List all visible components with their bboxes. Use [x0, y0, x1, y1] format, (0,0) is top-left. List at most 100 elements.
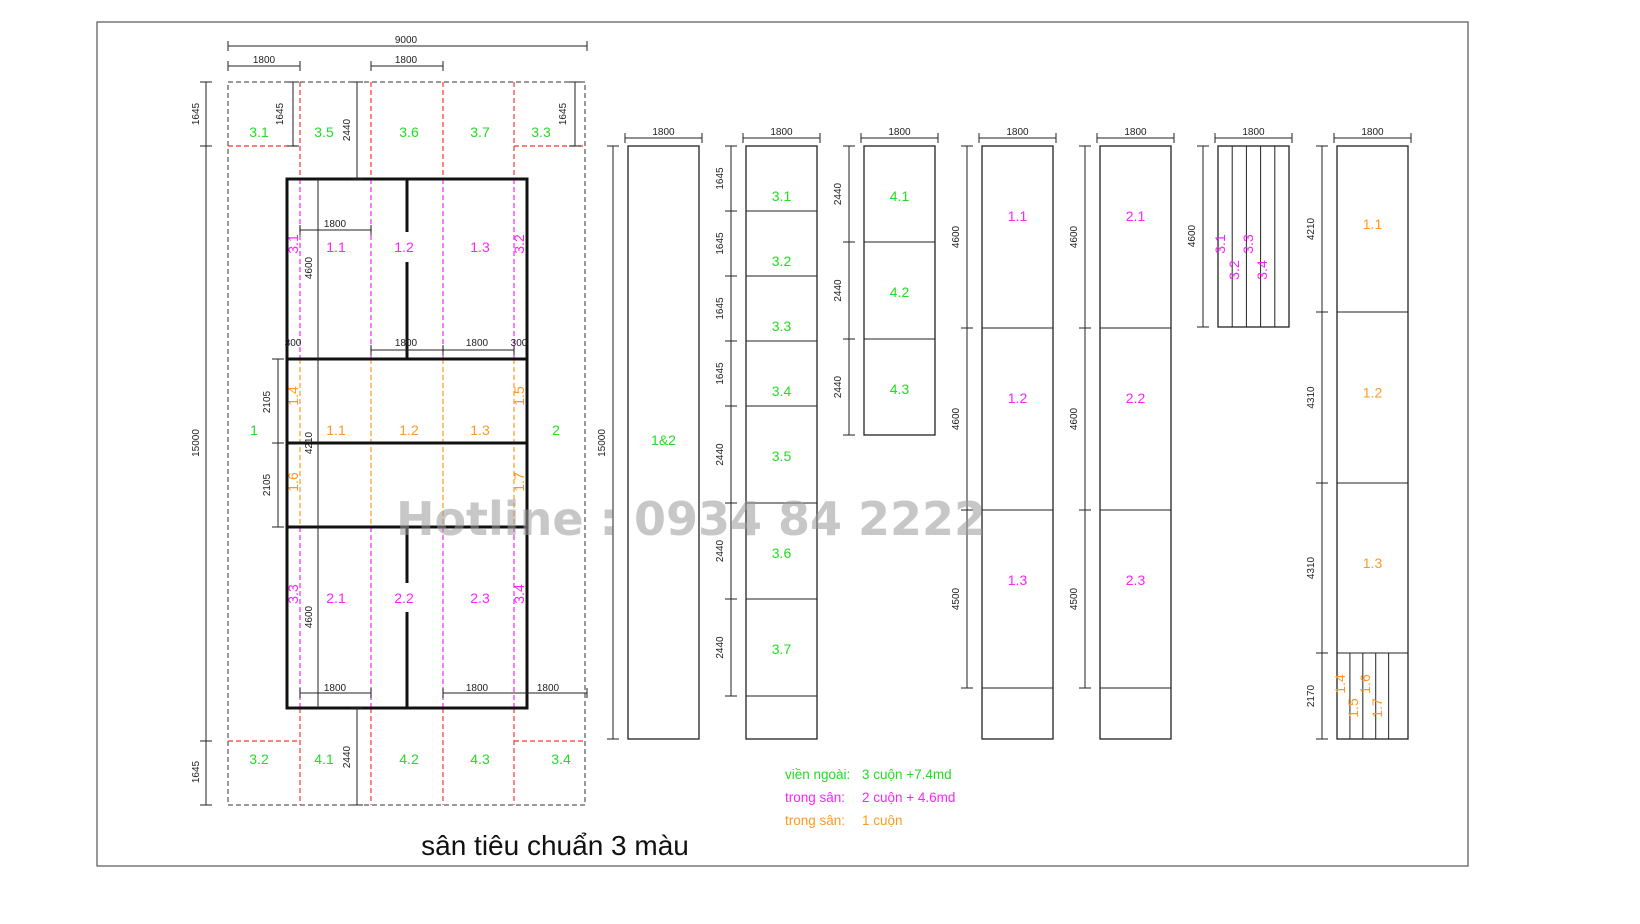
strip-piece-label: 3.6 — [772, 545, 792, 561]
strip-piece-label: 3.1 — [1212, 234, 1228, 254]
outer-piece-label: 2 — [552, 422, 560, 438]
legend-value-outer: 3 cuộn +7.4md — [862, 767, 952, 782]
dimension-label: 300 — [285, 338, 302, 349]
outer-boundary — [227, 81, 586, 806]
strip-piece-label: 2.3 — [1126, 572, 1146, 588]
dimension-label: 1800 — [253, 55, 276, 66]
strip-height-label: 4600 — [1187, 224, 1198, 247]
dimension-label: 2440 — [342, 745, 353, 768]
strip-piece-label: 1&2 — [651, 432, 676, 448]
outer-piece-label: 3.6 — [399, 124, 419, 140]
strip-width-label: 1800 — [1006, 127, 1029, 138]
strip-height-label: 2440 — [833, 182, 844, 205]
strip-height-label: 15000 — [597, 429, 608, 457]
strip-piece-label: 3.7 — [772, 641, 792, 657]
outer-piece-label: 1 — [250, 422, 258, 438]
inner-piece-label: 2.1 — [326, 590, 346, 606]
outer-piece-label: 4.3 — [470, 751, 490, 767]
inner-piece-label: 1.6 — [285, 472, 301, 492]
strip-piece-label: 2.1 — [1126, 208, 1146, 224]
inner-piece-label: 3.2 — [511, 234, 527, 254]
strip-piece-label: 3.2 — [1226, 260, 1242, 280]
strip-piece-label: 4.3 — [890, 381, 910, 397]
strip-width-label: 1800 — [770, 127, 793, 138]
dimension-label: 1800 — [324, 219, 347, 230]
inner-piece-label: 2.2 — [394, 590, 414, 606]
strip-piece-label: 3.3 — [772, 318, 792, 334]
dimension-label: 4600 — [304, 605, 315, 628]
strip-piece-label: 1.3 — [1008, 572, 1028, 588]
inner-piece-label: 1.5 — [511, 386, 527, 406]
strip-piece-label: 4.2 — [890, 284, 910, 300]
dimension-label: 1645 — [275, 102, 286, 125]
inner-piece-label: 3.4 — [511, 584, 527, 604]
inner-piece-label: 1.4 — [285, 386, 301, 406]
strip-2: 180016451645164516452440244024403.13.23.… — [715, 127, 821, 740]
strip-height-label: 2440 — [833, 279, 844, 302]
strip-piece-label: 3.1 — [772, 188, 792, 204]
strip-height-label: 2170 — [1306, 684, 1317, 707]
dimension-label: 1645 — [191, 760, 202, 783]
strip-piece-label: 3.2 — [772, 253, 792, 269]
strip-outline — [627, 145, 700, 740]
strip-height-label: 4310 — [1306, 386, 1317, 409]
dimension-label: 2105 — [262, 473, 273, 496]
strip-height-label: 1645 — [715, 297, 726, 320]
strip-height-label: 2440 — [715, 539, 726, 562]
strip-piece-label: 3.4 — [1254, 260, 1270, 280]
strip-height-label: 4310 — [1306, 556, 1317, 579]
strip-height-label: 4210 — [1306, 217, 1317, 240]
outer-piece-label: 4.2 — [399, 751, 419, 767]
court-plan: 9000 1800 1800 1645 1645 2440 1645 1800 4600 300 1… — [191, 35, 588, 806]
strip-height-label: 4500 — [951, 587, 962, 610]
strip-piece-label: 1.3 — [1363, 555, 1383, 571]
strip-piece-label: 1.2 — [1008, 390, 1028, 406]
strip-cut-diagrams: 1800 15000 1&2 1800 1645 1645 1645 1645 2440 2440… — [597, 127, 1412, 740]
strip-outline — [981, 145, 1054, 740]
inner-piece-label: 1.1 — [326, 239, 346, 255]
inner-piece-label: 3.1 — [285, 234, 301, 254]
outer-piece-label: 3.3 — [531, 124, 551, 140]
inner-piece-label: 3.3 — [285, 584, 301, 604]
legend-label-inner-2: trong sân: — [785, 813, 845, 828]
dimension-label: 1800 — [395, 338, 418, 349]
drawing-frame — [96, 21, 1469, 867]
strip-piece-label: 1.7 — [1369, 698, 1385, 718]
strip-outline — [745, 145, 818, 740]
outer-piece-label: 3.2 — [249, 751, 269, 767]
strip-piece-label: 3.5 — [772, 448, 792, 464]
strip-height-label: 1645 — [715, 167, 726, 190]
dimension-label: 1800 — [395, 55, 418, 66]
inner-piece-label: 1.3 — [470, 422, 490, 438]
strip-width-label: 1800 — [1242, 127, 1265, 138]
hotline-watermark: Hotline : 0934 84 2222 — [396, 492, 986, 546]
strip-height-label: 1645 — [715, 232, 726, 255]
strip-piece-label: 1.6 — [1357, 674, 1373, 694]
strip-height-label: 2440 — [715, 443, 726, 466]
strip-height-label: 1645 — [715, 362, 726, 385]
inner-piece-label: 1.1 — [326, 422, 346, 438]
dimension-label: 1645 — [191, 102, 202, 125]
dimension-label: 1800 — [537, 683, 560, 694]
dimension-label: 9000 — [395, 35, 418, 46]
strip-piece-label: 1.4 — [1332, 674, 1348, 694]
outer-piece-label: 3.1 — [249, 124, 269, 140]
strip-piece-label: 3.3 — [1240, 234, 1256, 254]
dimension-label: 2440 — [342, 118, 353, 141]
legend-value-inner-2: 1 cuộn — [862, 813, 903, 828]
inner-piece-label: 1.2 — [399, 422, 419, 438]
dimension-label: 1800 — [466, 683, 489, 694]
strip-outline — [1336, 145, 1409, 740]
inner-piece-label: 1.2 — [394, 239, 414, 255]
legend-value-inner-1: 2 cuộn + 4.6md — [862, 790, 955, 805]
strip-width-label: 1800 — [1361, 127, 1384, 138]
inner-piece-label: 1.7 — [511, 472, 527, 492]
outer-piece-label: 3.5 — [314, 124, 334, 140]
strip-piece-label: 1.1 — [1008, 208, 1028, 224]
strip-height-label: 4600 — [1069, 225, 1080, 248]
strip-6: 1800 4600 3.1 3.2 3.3 3.4 — [1187, 127, 1293, 328]
strip-piece-label: 1.1 — [1363, 216, 1383, 232]
